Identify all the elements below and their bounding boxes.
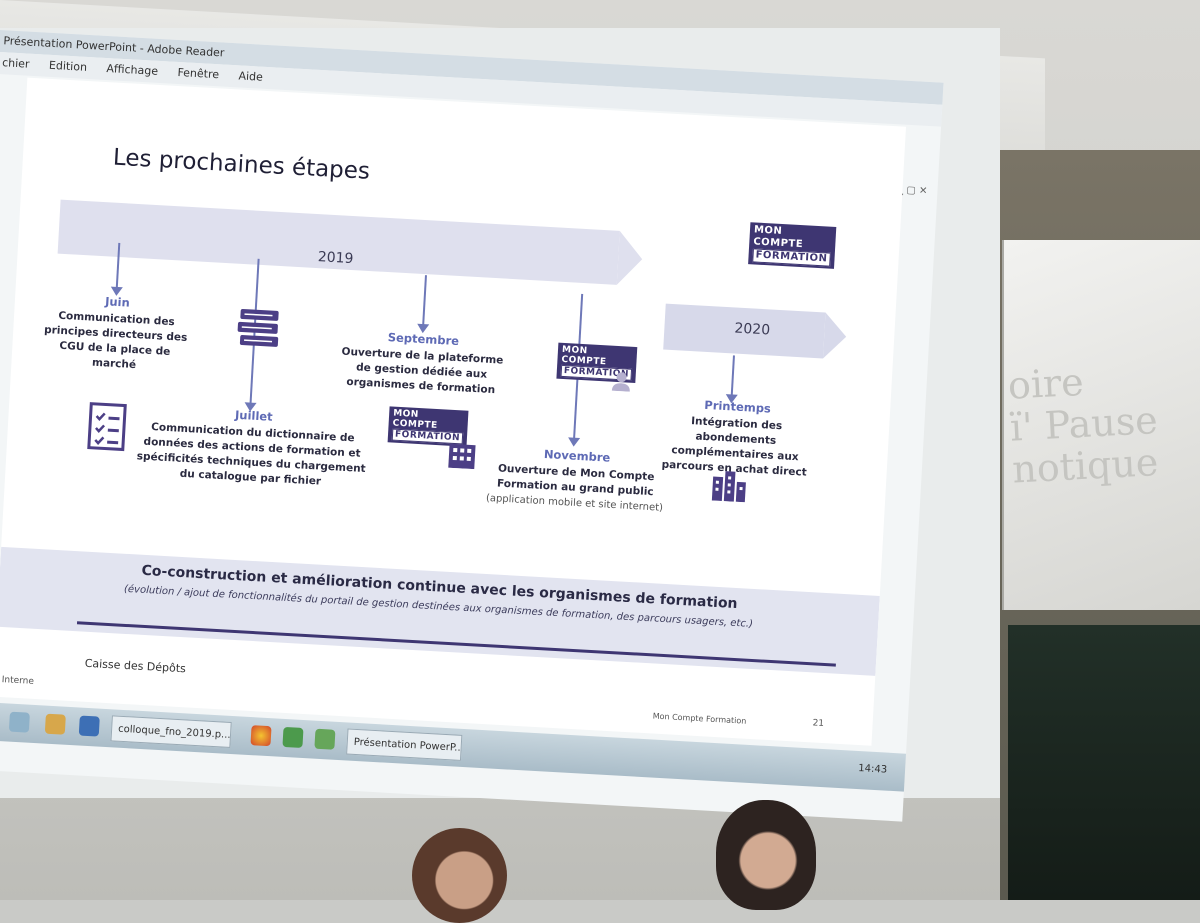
- whiteboard-writing: oire ï' Pause notique: [1006, 359, 1160, 492]
- menu-item-edition[interactable]: Edition: [48, 58, 88, 74]
- arrow-printemps: [730, 355, 735, 396]
- step-juillet: Juillet Communication du dictionnaire de…: [136, 407, 366, 488]
- timeline-band-2019-tip: [616, 230, 644, 287]
- person-right: [716, 800, 816, 910]
- taskbar-item-presentation[interactable]: Présentation PowerP...: [346, 728, 463, 761]
- menu-item-affichage[interactable]: Affichage: [106, 62, 159, 78]
- year-2019: 2019: [317, 249, 354, 268]
- timeline-band-2019: [57, 199, 620, 285]
- menu-item-aide[interactable]: Aide: [238, 69, 264, 84]
- organization-name: Caisse des Dépôts: [84, 656, 187, 676]
- chrome-icon[interactable]: [250, 725, 272, 747]
- step-septembre: Septembre Ouverture de la plateforme de …: [341, 330, 504, 397]
- word-icon[interactable]: [78, 715, 100, 737]
- menu-item-fichier[interactable]: chier: [1, 56, 30, 71]
- slide: Les prochaines étapes MON COMPTE FORMATI…: [0, 77, 907, 746]
- arrow-septembre: [422, 275, 427, 326]
- person-left: [412, 828, 507, 923]
- app-icon[interactable]: [314, 728, 336, 750]
- user-icon: [611, 371, 632, 396]
- whiteboard: [1002, 240, 1200, 610]
- classification-label: Interne: [1, 675, 35, 687]
- year-2020: 2020: [734, 320, 771, 339]
- menu-item-fenetre[interactable]: Fenêtre: [177, 65, 220, 82]
- taskbar-item-pdf[interactable]: colloque_fno_2019.p...: [110, 715, 232, 748]
- buildings-icon: [710, 468, 748, 506]
- adobe-reader-window: Présentation PowerPoint - Adobe Reader c…: [0, 30, 944, 822]
- footer-brand: Mon Compte Formation: [652, 711, 747, 726]
- mon-compte-formation-logo: MON COMPTE FORMATION: [748, 222, 837, 269]
- vlc-icon[interactable]: [44, 713, 66, 735]
- checklist-icon: [86, 402, 127, 456]
- timeline-band-2020-tip: [822, 312, 848, 360]
- clock: 14:43: [857, 763, 888, 776]
- step-novembre: Novembre Ouverture de Mon Compte Formati…: [485, 447, 664, 514]
- excel-icon[interactable]: [282, 726, 304, 748]
- close-icon[interactable]: ✕: [918, 185, 928, 198]
- step-printemps: Printemps Intégration des abondements co…: [661, 397, 807, 479]
- slide-title: Les prochaines étapes: [112, 144, 371, 185]
- step-juin: Juin Communication des principes directe…: [43, 294, 188, 372]
- books-icon: [234, 305, 283, 357]
- building-icon: [446, 438, 478, 474]
- explorer-icon[interactable]: [8, 711, 30, 733]
- maximize-icon[interactable]: ▢: [906, 184, 917, 197]
- page-number: 21: [812, 718, 825, 730]
- chalkboard: [1008, 625, 1200, 900]
